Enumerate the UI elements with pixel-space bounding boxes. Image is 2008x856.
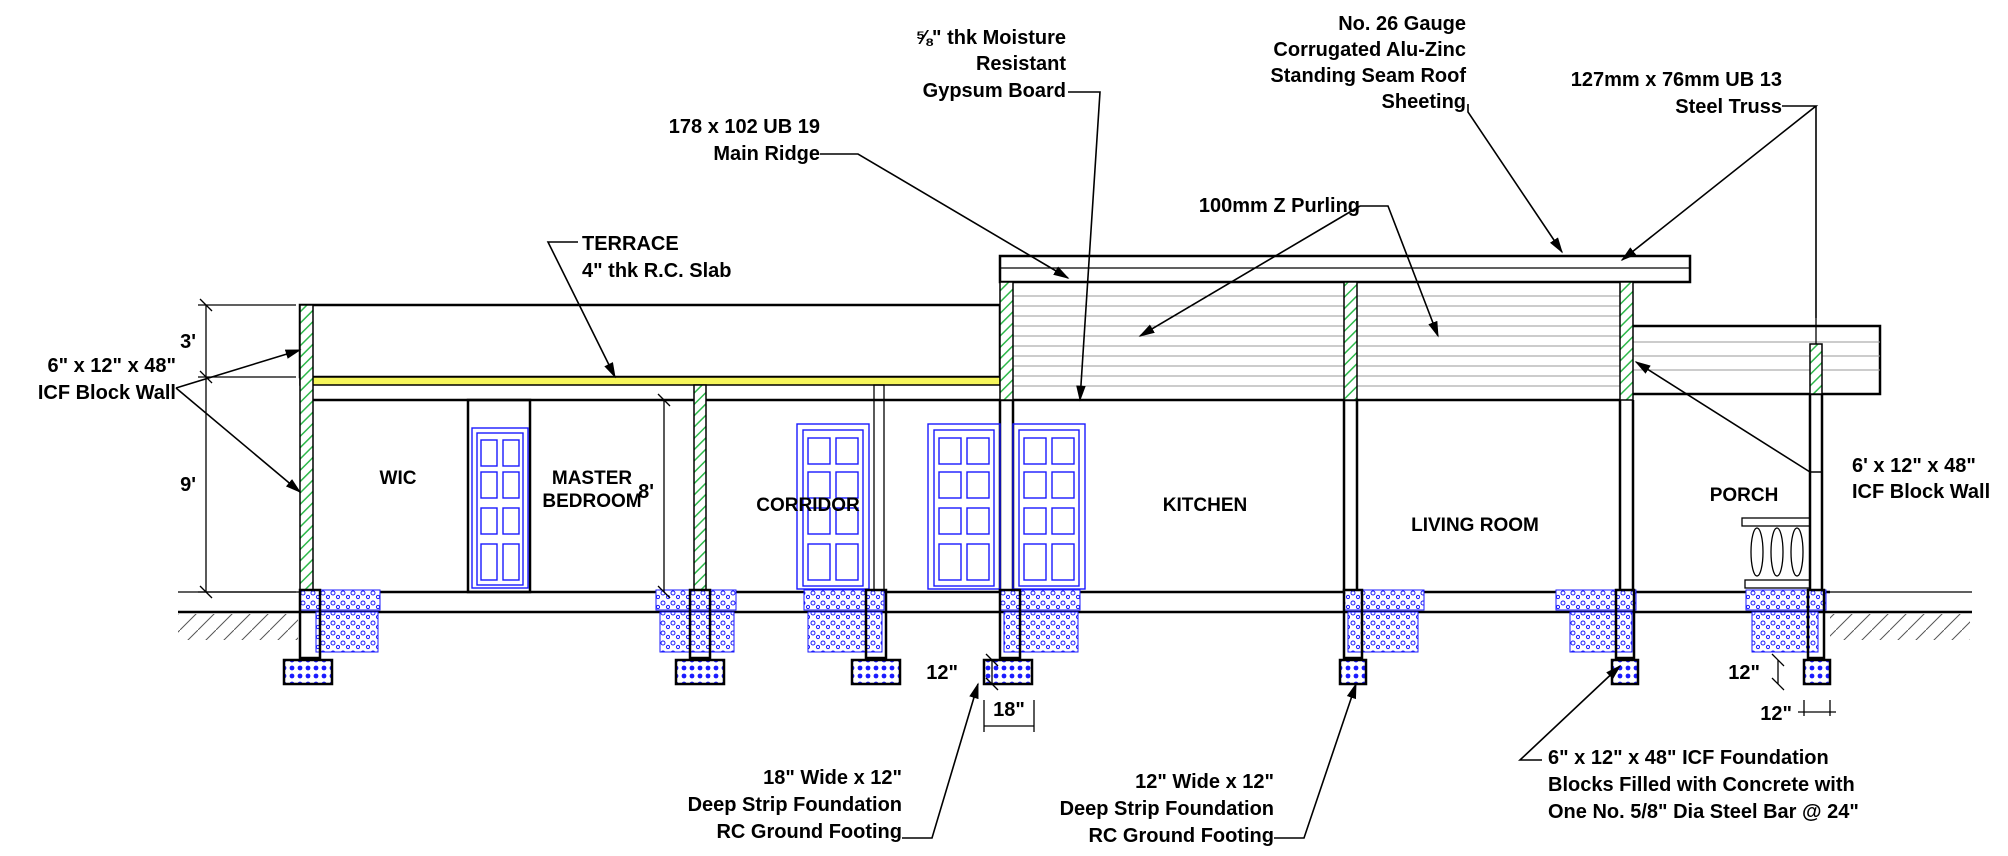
label-strip18-2: Deep Strip Foundation xyxy=(688,794,902,816)
porch-icf-wall xyxy=(1809,343,1823,395)
label-strip12-3: RC Ground Footing xyxy=(1088,825,1274,847)
living-icf-wall xyxy=(1619,281,1634,401)
footing-2 xyxy=(655,588,737,686)
label-roof-3: Standing Seam Roof xyxy=(1270,65,1466,87)
doors xyxy=(471,423,1086,590)
label-terrace-1: TERRACE xyxy=(582,233,679,255)
room-wic: WIC xyxy=(380,468,417,489)
left-icf-wall xyxy=(299,304,314,593)
footing-6 xyxy=(1555,588,1640,686)
room-master-line1: MASTER xyxy=(552,468,633,489)
label-purling: 100mm Z Purling xyxy=(1199,195,1360,217)
room-living: LIVING ROOM xyxy=(1411,515,1539,536)
label-icf-foundation-1: 6" x 12" x 48" ICF Foundation xyxy=(1548,747,1829,769)
label-truss-2: Steel Truss xyxy=(1675,96,1782,118)
room-master-line2: BEDROOM xyxy=(542,491,641,512)
label-terrace-2: 4" thk R.C. Slab xyxy=(582,260,732,282)
room-porch: PORCH xyxy=(1710,485,1779,506)
label-icf-right-1: 6' x 12" x 48" xyxy=(1852,455,1976,477)
dim-small-footing-width: 12" xyxy=(1760,703,1792,725)
label-ridge-2: Main Ridge xyxy=(713,143,820,165)
roof-block xyxy=(998,254,1882,592)
label-roof-2: Corrugated Alu-Zinc xyxy=(1273,39,1466,61)
terrace-block xyxy=(298,303,1830,594)
label-icf-foundation-3: One No. 5/8" Dia Steel Bar @ 24" xyxy=(1548,801,1859,823)
label-gypsum-2: Resistant xyxy=(976,53,1066,75)
label-gypsum-1: ⅝" thk Moisture xyxy=(915,27,1066,49)
dim-footing-width: 18" xyxy=(993,699,1025,721)
footing-3 xyxy=(803,588,902,686)
porch-balustrade xyxy=(1741,517,1811,589)
label-strip12-2: Deep Strip Foundation xyxy=(1060,798,1274,820)
label-truss-1: 127mm x 76mm UB 13 xyxy=(1571,69,1782,91)
leader-lines xyxy=(175,91,1822,839)
dim-small-footing-depth: 12" xyxy=(1728,662,1760,684)
dim-wall-height: 9' xyxy=(180,474,196,496)
footing-4 xyxy=(982,588,1081,686)
door-kitchen-left xyxy=(927,423,1001,590)
label-ridge-1: 178 x 102 UB 19 xyxy=(669,116,820,138)
dim-parapet: 3' xyxy=(180,331,196,353)
label-icf-foundation-2: Blocks Filled with Concrete with xyxy=(1548,774,1855,796)
footing-7 xyxy=(1745,588,1832,686)
label-gypsum-3: Gypsum Board xyxy=(923,80,1066,102)
room-corridor: CORRIDOR xyxy=(756,495,860,516)
label-strip18-3: RC Ground Footing xyxy=(716,821,902,843)
kitchen-icf-wall xyxy=(999,281,1014,401)
room-kitchen: KITCHEN xyxy=(1163,495,1247,516)
label-icf-left-1: 6" x 12" x 48" xyxy=(47,355,176,377)
terrace-slab xyxy=(299,376,1001,386)
door-corridor xyxy=(796,423,870,590)
dim-footing-depth: 12" xyxy=(926,662,958,684)
label-icf-right-2: ICF Block Wall xyxy=(1852,481,1990,503)
footing-5 xyxy=(1338,588,1425,686)
label-roof-1: No. 26 Gauge xyxy=(1338,13,1466,35)
label-strip18-1: 18" Wide x 12" xyxy=(763,767,902,789)
purlins xyxy=(1012,295,1620,387)
door-master xyxy=(471,427,529,589)
footings xyxy=(282,588,1832,686)
label-strip12-1: 12" Wide x 12" xyxy=(1135,771,1274,793)
door-kitchen-right xyxy=(1012,423,1086,590)
footing-1 xyxy=(282,588,381,686)
dim-room-height: 8' xyxy=(638,481,654,503)
label-icf-left-2: ICF Block Wall xyxy=(38,382,176,404)
label-roof-4: Sheeting xyxy=(1382,91,1466,113)
